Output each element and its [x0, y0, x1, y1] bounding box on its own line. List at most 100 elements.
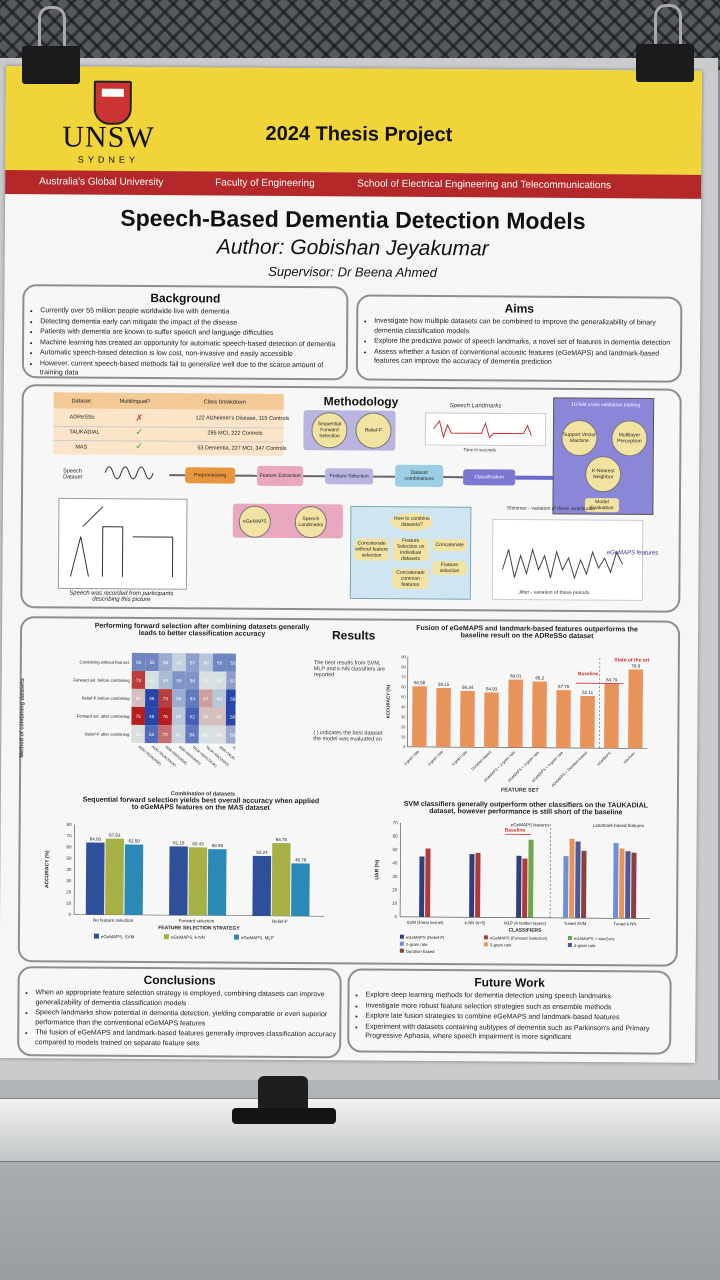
fusion-y-tick: 60	[401, 684, 406, 689]
aims-panel: Aims Investigate how multiple datasets c…	[355, 294, 683, 383]
svm-divider	[549, 823, 552, 918]
list-item: However, current speech-based methods fa…	[40, 359, 346, 380]
sfs-bar-label: 60.43	[192, 841, 204, 846]
conclusions-panel: Conclusions When an appropriate feature …	[17, 966, 342, 1059]
fusion-bar	[628, 669, 644, 749]
clip-wire-right	[654, 4, 682, 57]
fusion-cat-label: 4-gram rate	[451, 750, 468, 767]
svm-y-tick: 50	[393, 847, 399, 852]
heatmap-cell-label: 55	[136, 660, 142, 665]
svm-bar	[575, 841, 581, 919]
fusion-y-tick: 90	[401, 654, 406, 659]
heatmap-cell	[199, 689, 213, 708]
crest-icon	[93, 80, 132, 125]
svm-legend-swatch	[399, 948, 404, 953]
aims-title: Aims	[504, 301, 535, 316]
svm-bar	[475, 852, 481, 918]
list-item: Speech landmarks show potential in demen…	[35, 1008, 341, 1029]
sfs-bar-label: 53.24	[256, 850, 268, 855]
svm-bar	[581, 850, 587, 919]
fusion-y-tick: 10	[401, 734, 406, 739]
svm-y-tick: 10	[392, 901, 398, 906]
picture-caption: Speech was recorded from participants de…	[69, 590, 174, 604]
fusion-divider	[598, 658, 601, 749]
heatmap-cell-label: 63	[217, 732, 223, 737]
future-list: Explore deep learning methods for dement…	[353, 990, 671, 1044]
heatmap-cell	[226, 653, 236, 672]
table-head-breakdown: Class breakdown	[203, 399, 246, 406]
heatmap-cell	[226, 671, 236, 690]
sfs-legend-swatch	[163, 934, 169, 940]
fusion-bar-label: 68.01	[510, 674, 522, 679]
sfs-bar-label: 62.59	[128, 838, 140, 843]
fusion-sota-label: State of the art	[614, 657, 649, 663]
svm-bar	[569, 838, 575, 918]
svm-legend-swatch	[483, 942, 488, 947]
table-cell: 285 MCI, 222 Controls	[207, 430, 263, 437]
fusion-bar-label: 66.2	[535, 676, 544, 681]
heatmap-cell-label: 56	[190, 678, 196, 683]
svm-title: SVM classifiers generally outperform oth…	[403, 800, 648, 817]
heatmap-cell-label: 55	[231, 661, 236, 666]
heatmap-row-label: Combining without feat sel.	[80, 660, 130, 665]
heatmap-cell-label: 48	[149, 714, 155, 719]
fusion-y-tick: 40	[401, 704, 406, 709]
fusion-bar-label: 54.93	[486, 686, 498, 691]
svm-y-tick: 0	[395, 914, 398, 919]
how-combine-node: How to combine datasets?	[390, 512, 433, 531]
logo-sub: SYDNEY	[77, 154, 139, 165]
table-line	[53, 439, 284, 443]
heatmap-cell-label: 67	[203, 696, 209, 701]
concat-without-box: Concatenate without feature selection	[354, 538, 389, 561]
heatmap-cell-label: 57	[230, 679, 236, 684]
fusion-y-tick: 20	[401, 724, 406, 729]
list-item: Investigate how multiple datasets can be…	[374, 317, 680, 338]
fusion-bar-label: 57.75	[558, 684, 570, 689]
waveform-icon	[104, 466, 154, 480]
svm-legend-label: eGeMAPS + wav2vec	[574, 936, 615, 941]
results-panel: Results Performing forward selection aft…	[17, 616, 681, 967]
sfs-bar	[252, 855, 272, 916]
table-cell: 53 Dementia, 227 MCI, 347 Controls	[197, 445, 287, 452]
egemaps-features-label: eGeMAPS features	[606, 550, 659, 557]
heatmap-cell-label: 54	[190, 696, 196, 701]
svm-legend-swatch	[567, 935, 572, 940]
heatmap-cell	[158, 689, 173, 708]
heatmap-cell	[131, 652, 146, 671]
svm-legend-swatch	[399, 941, 404, 946]
svm-landmark-label: Landmark-based features	[593, 823, 645, 828]
table-cell: TAUKADIAL	[69, 429, 100, 436]
background-title: Background	[150, 291, 221, 306]
heatmap-cell	[226, 689, 236, 708]
sfs-bar	[207, 849, 227, 916]
landmarks-title: Speech Landmarks	[449, 403, 502, 410]
fusion-y-tick: 70	[401, 674, 406, 679]
sfs-xlabel: FEATURE SELECTION STRATEGY	[158, 925, 240, 932]
svm-ylabel: UAR (%)	[374, 859, 380, 879]
sfs-bar-label: 46.76	[295, 857, 307, 862]
heatmap-cell-label: 58	[230, 733, 236, 738]
sfs-y-tick: 80	[67, 822, 73, 827]
sfs-bar-label: 61.15	[173, 840, 185, 845]
fusion-bar	[484, 692, 499, 748]
egemaps-wave	[502, 547, 623, 580]
heatmap-cell-label: 65	[203, 714, 209, 719]
classification-box: Classification	[463, 469, 516, 486]
fusion-bar	[508, 679, 523, 748]
svm-legend-label: eGeMAPS (Forward Selection)	[490, 935, 548, 940]
fusion-y-tick: 80	[401, 664, 406, 669]
picture-sketch	[69, 506, 174, 578]
heatmap-cell-label: 63	[203, 678, 209, 683]
heatmap-note2: ( ) indicates the best dataset the model…	[313, 730, 383, 743]
svm-cat-label: Tuned SVM	[564, 921, 587, 926]
sfs-y-axis	[73, 824, 76, 915]
heatmap-cell	[172, 689, 186, 708]
future-panel: Future Work Explore deep learning method…	[347, 968, 672, 1055]
heatmap-cell	[185, 725, 199, 744]
svm-bar	[619, 848, 625, 919]
sfs-legend-swatch	[233, 934, 239, 940]
svm-bar	[469, 854, 475, 918]
heatmap-cell-label: 46	[149, 696, 155, 701]
